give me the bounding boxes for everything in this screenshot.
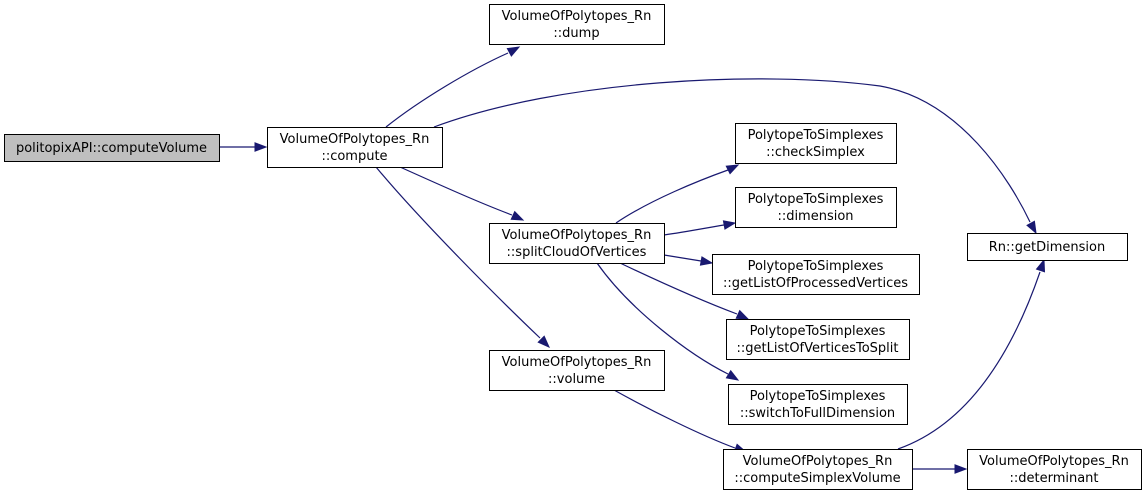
node-pts_check[interactable]: PolytopeToSimplexes::checkSimplex <box>735 123 897 164</box>
arrow-head <box>954 464 968 474</box>
edge-vp_split-to-pts_dim <box>663 220 737 236</box>
node-label-line: ::getListOfVerticesToSplit <box>736 341 898 356</box>
node-box[interactable] <box>728 384 908 425</box>
arrow-head <box>506 46 521 57</box>
node-label-line: ::dimension <box>777 209 853 224</box>
edges-layer <box>219 46 1046 474</box>
node-label-line: PolytopeToSimplexes <box>750 389 886 404</box>
arrow-head <box>254 142 268 152</box>
edge-vp_split-to-pts_check <box>615 164 740 224</box>
edge-vp_simplex_vol-to-rn_getdim <box>897 258 1046 450</box>
arrow-head <box>725 369 740 381</box>
node-label-line: PolytopeToSimplexes <box>750 324 886 339</box>
node-label-line: PolytopeToSimplexes <box>748 128 884 143</box>
node-box[interactable] <box>967 233 1128 261</box>
node-label-line: VolumeOfPolytopes_Rn <box>280 132 430 147</box>
edge-line <box>385 52 509 128</box>
node-vp_split[interactable]: VolumeOfPolytopes_Rn::splitCloudOfVertic… <box>489 223 665 264</box>
node-label-line: ::switchToFullDimension <box>740 406 895 421</box>
edge-vp_split-to-pts_switch <box>596 262 740 381</box>
arrow-head <box>510 210 525 221</box>
edge-vp_compute-to-vp_split <box>399 166 525 221</box>
node-label-line: ::checkSimplex <box>766 145 865 160</box>
node-label-line: ::compute <box>321 149 387 164</box>
node-box[interactable] <box>723 449 913 490</box>
node-label-line: VolumeOfPolytopes_Rn <box>979 454 1129 469</box>
edge-compute_volume-to-vp_compute <box>219 142 268 152</box>
node-label-line: PolytopeToSimplexes <box>748 192 884 207</box>
node-rn_getdim[interactable]: Rn::getDimension <box>967 233 1128 261</box>
node-label-line: VolumeOfPolytopes_Rn <box>743 454 893 469</box>
node-box[interactable] <box>489 4 665 45</box>
node-label-line: VolumeOfPolytopes_Rn <box>502 9 652 24</box>
node-box[interactable] <box>967 449 1142 490</box>
node-label-line: VolumeOfPolytopes_Rn <box>502 228 652 243</box>
edge-line <box>613 389 736 449</box>
edge-vp_compute-to-vp_volume <box>375 166 550 348</box>
edge-line <box>663 254 702 262</box>
edge-vp_volume-to-vp_simplex_vol <box>613 389 748 453</box>
edge-line <box>375 166 541 339</box>
node-box[interactable] <box>489 350 665 391</box>
node-pts_tosplit[interactable]: PolytopeToSimplexes::getListOfVerticesTo… <box>726 319 910 360</box>
node-vp_simplex_vol[interactable]: VolumeOfPolytopes_Rn::computeSimplexVolu… <box>723 449 913 490</box>
edge-line <box>615 169 729 224</box>
node-vp_det[interactable]: VolumeOfPolytopes_Rn::determinant <box>967 449 1142 490</box>
arrow-head <box>537 335 550 348</box>
arrow-head <box>699 256 714 266</box>
node-compute_volume[interactable]: politopixAPI::computeVolume <box>4 134 220 162</box>
node-label-line: ::computeSimplexVolume <box>734 471 900 486</box>
node-pts_processed[interactable]: PolytopeToSimplexes::getListOfProcessedV… <box>712 254 920 295</box>
node-pts_switch[interactable]: PolytopeToSimplexes::switchToFullDimensi… <box>728 384 908 425</box>
node-label-line: Rn::getDimension <box>989 240 1105 255</box>
edge-line <box>663 224 725 236</box>
nodes-layer: politopixAPI::computeVolumeVolumeOfPolyt… <box>4 4 1142 490</box>
arrow-head <box>1035 258 1046 273</box>
node-vp_dump[interactable]: VolumeOfPolytopes_Rn::dump <box>489 4 665 45</box>
node-label-line: ::getListOfProcessedVertices <box>723 276 908 291</box>
node-label-line: ::dump <box>553 26 599 41</box>
node-label-line: politopixAPI::computeVolume <box>16 141 207 156</box>
edge-line <box>619 262 738 315</box>
edge-line <box>596 262 729 375</box>
arrow-head <box>722 220 737 230</box>
edge-vp_split-to-pts_processed <box>663 254 714 266</box>
node-label-line: ::determinant <box>1009 471 1098 486</box>
edge-line <box>433 78 1031 223</box>
node-box[interactable] <box>726 319 910 360</box>
node-label-line: ::volume <box>548 372 605 387</box>
node-vp_compute[interactable]: VolumeOfPolytopes_Rn::compute <box>267 127 443 168</box>
node-pts_dim[interactable]: PolytopeToSimplexes::dimension <box>735 187 897 228</box>
edge-vp_simplex_vol-to-vp_det <box>912 464 968 474</box>
arrow-head <box>735 309 750 320</box>
node-box[interactable] <box>4 134 220 162</box>
node-label-line: VolumeOfPolytopes_Rn <box>502 355 652 370</box>
node-box[interactable] <box>489 223 665 264</box>
edge-vp_compute-to-rn_getdim <box>433 78 1037 235</box>
edge-vp_compute-to-vp_dump <box>385 46 521 128</box>
node-box[interactable] <box>712 254 920 295</box>
node-box[interactable] <box>735 187 897 228</box>
node-box[interactable] <box>735 123 897 164</box>
node-label-line: ::splitCloudOfVertices <box>507 245 647 260</box>
node-label-line: PolytopeToSimplexes <box>748 259 884 274</box>
arrow-head <box>1026 220 1037 235</box>
edge-line <box>897 271 1041 450</box>
node-vp_volume[interactable]: VolumeOfPolytopes_Rn::volume <box>489 350 665 391</box>
node-box[interactable] <box>267 127 443 168</box>
edge-line <box>399 166 513 216</box>
edge-vp_split-to-pts_tosplit <box>619 262 750 320</box>
arrow-head <box>725 164 740 175</box>
